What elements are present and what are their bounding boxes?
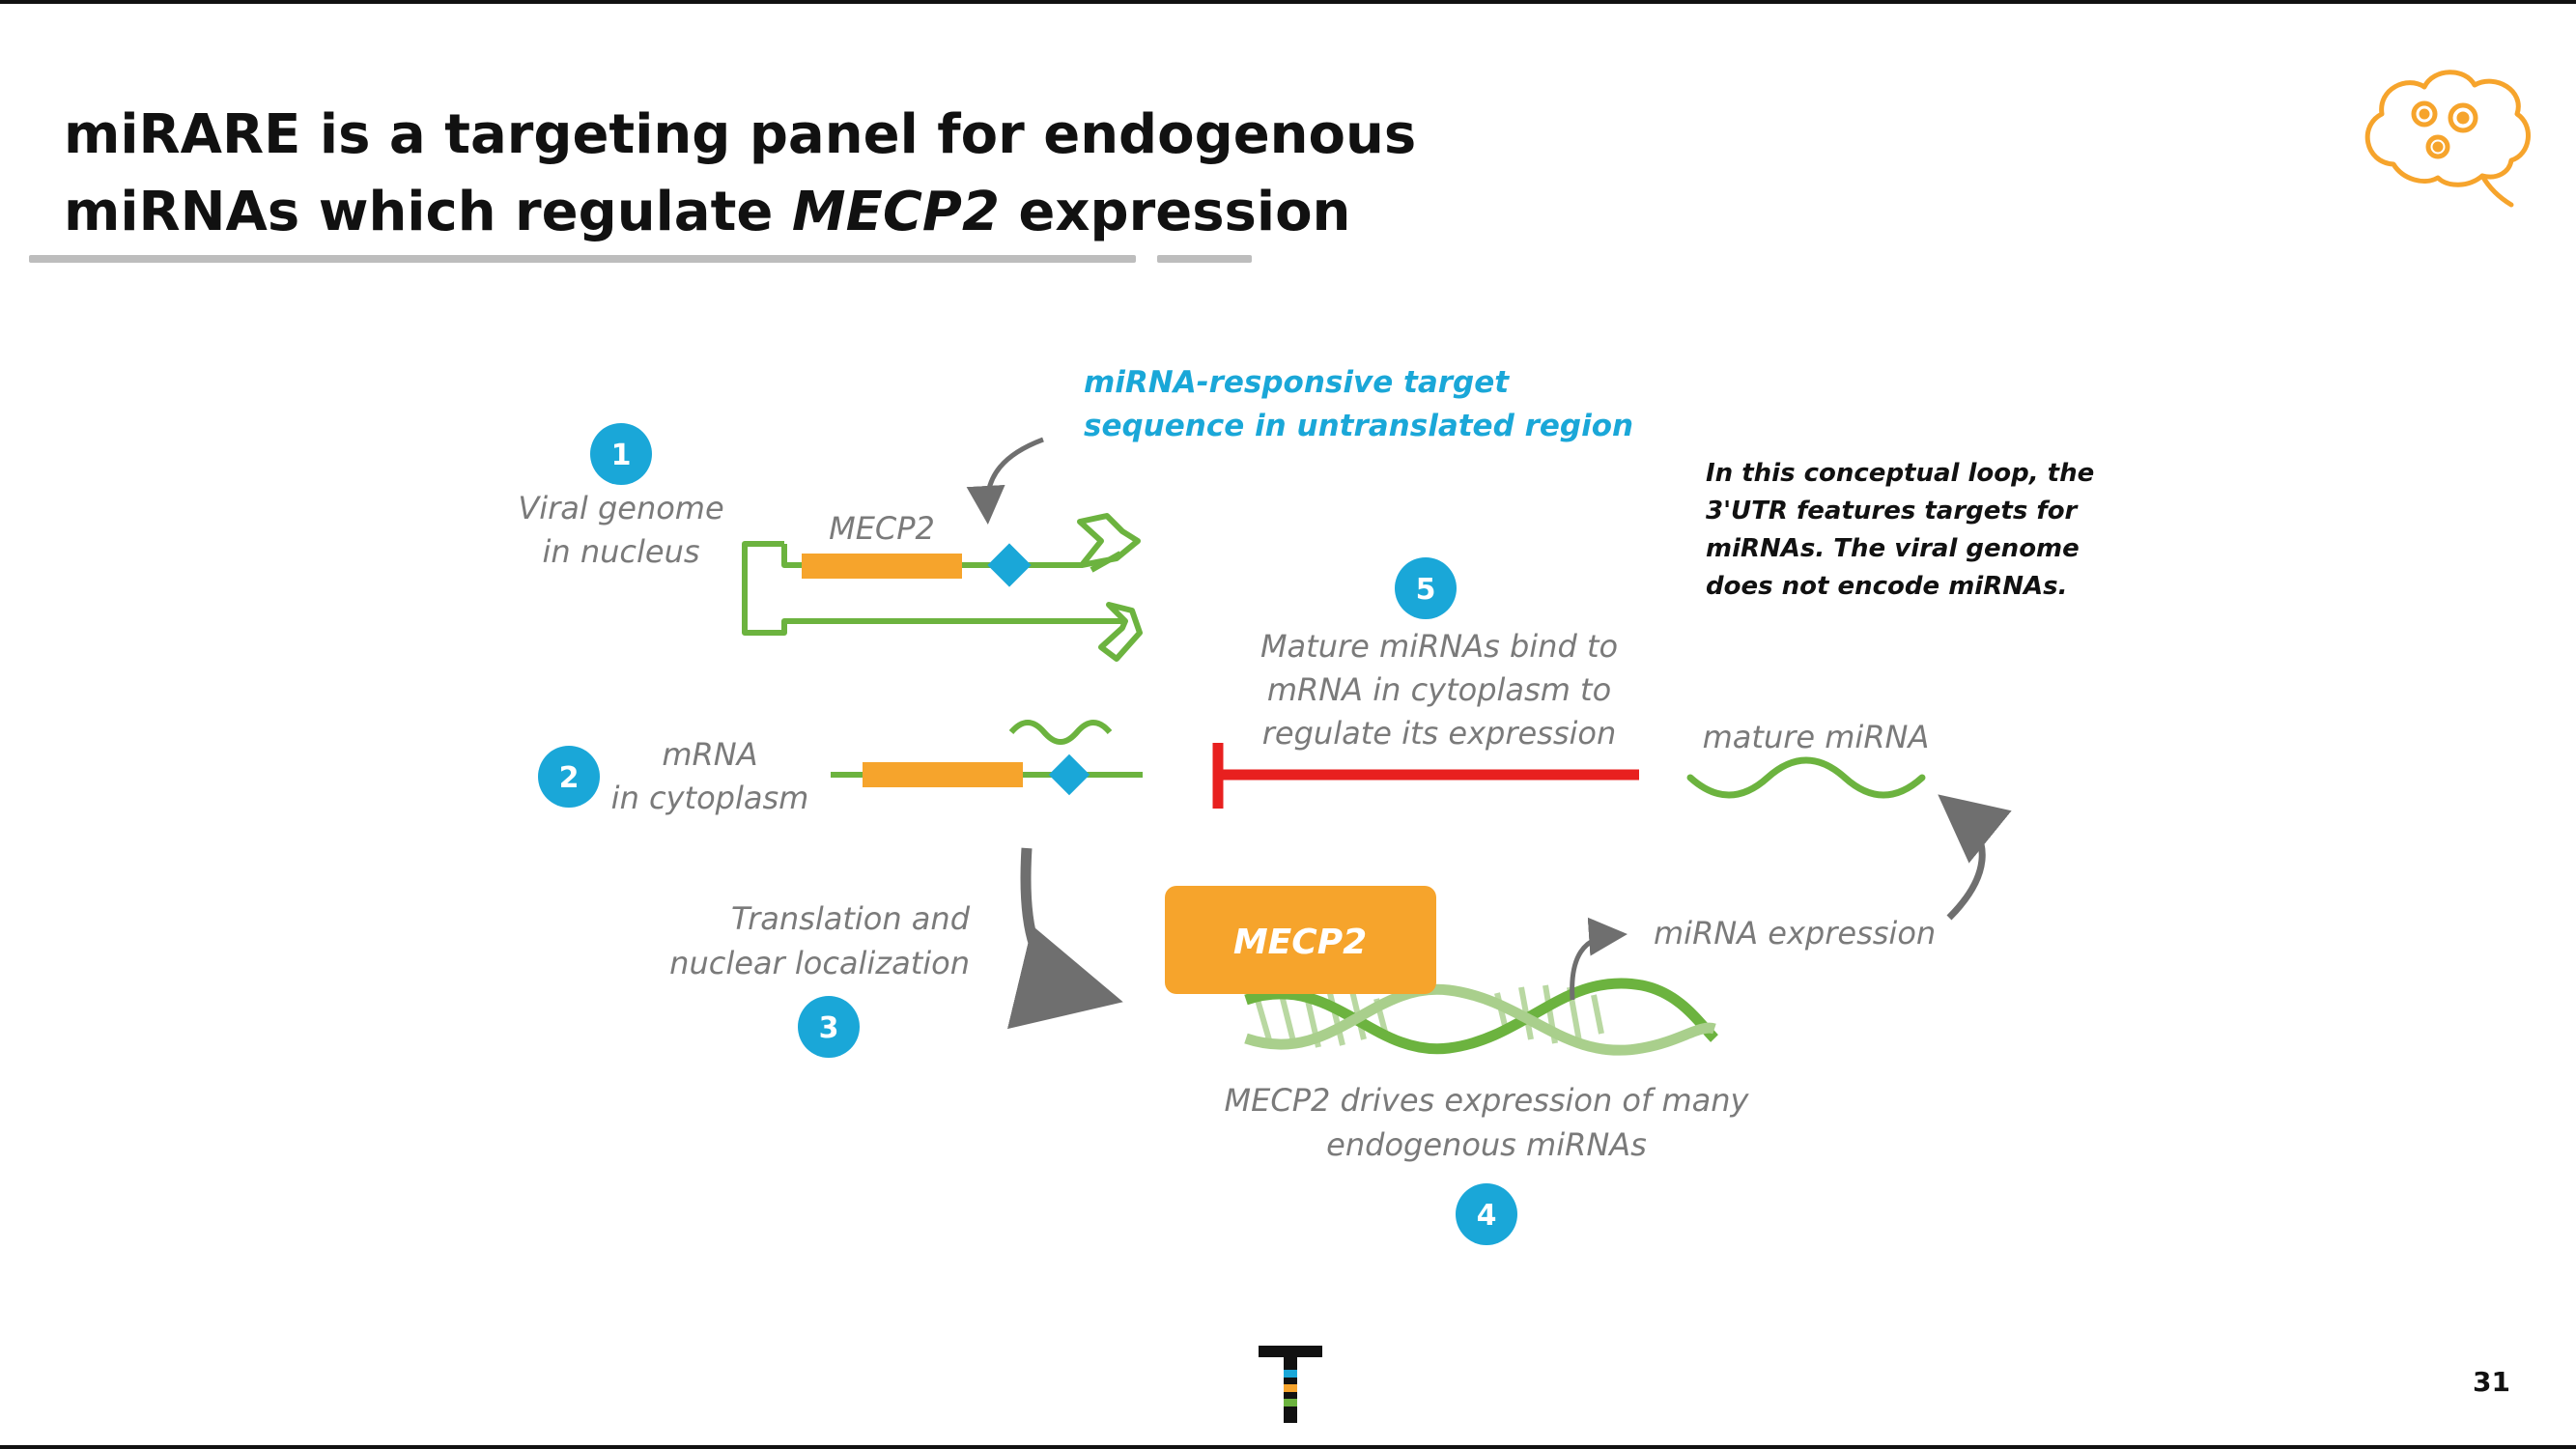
note-line-4: does not encode miRNAs. — [1706, 572, 2067, 601]
mirna-loop-arrow — [1938, 794, 2012, 921]
step-5-label-line-2: mRNA in cytoplasm to — [1267, 671, 1611, 708]
target-callout-arrow — [966, 437, 1044, 525]
brain-gears-icon — [2364, 70, 2531, 208]
title-line-2-prefix: miRNAs which regulate — [64, 181, 792, 243]
step-4-number: 4 — [1477, 1199, 1497, 1233]
step-3-number: 3 — [819, 1011, 839, 1045]
step-4-label-line-1: MECP2 drives expression of many — [1225, 1082, 1750, 1119]
target-callout-line-1: miRNA-responsive target — [1084, 365, 1510, 400]
step-4-circle: 4 — [1456, 1183, 1517, 1245]
step-5-label-line-1: Mature miRNAs bind to — [1260, 628, 1618, 665]
step-2-label-line-1: mRNA — [662, 736, 757, 773]
step-1-number: 1 — [611, 439, 632, 472]
step-5-number: 5 — [1416, 573, 1436, 607]
protein-label: MECP2 — [1233, 923, 1367, 962]
title-line-2-emphasis: MECP2 — [791, 181, 1000, 243]
step-2-number: 2 — [559, 761, 580, 795]
mature-mirna-wave — [1686, 756, 1926, 799]
viral-genome — [742, 513, 1143, 662]
mecp2-protein-box — [1165, 886, 1436, 994]
note-line-2: 3'UTR features targets for — [1706, 497, 2080, 526]
viral-genome-target-diamond — [987, 543, 1032, 587]
title-underline-short — [1157, 255, 1252, 263]
viral-genome-mecp2-bar — [802, 554, 962, 579]
translation-arrow — [1006, 847, 1123, 1030]
title-underline-long — [29, 255, 1136, 263]
step-2-label-line-2: in cytoplasm — [611, 780, 809, 816]
step-3-label-line-1: Translation and — [731, 900, 971, 937]
step-1-circle: 1 — [590, 423, 652, 485]
note-line-3: miRNAs. The viral genome — [1706, 534, 2080, 563]
mature-mirna-label: mature miRNA — [1703, 719, 1930, 755]
step-2-circle: 2 — [538, 746, 600, 808]
page-number: 31 — [2473, 1366, 2510, 1398]
target-callout-line-2: sequence in untranslated region — [1084, 409, 1633, 443]
step-4-label-line-2: endogenous miRNAs — [1326, 1126, 1647, 1163]
step-5-label-line-3: regulate its expression — [1262, 715, 1617, 752]
top-border — [0, 0, 2576, 4]
step-5-circle: 5 — [1395, 557, 1457, 619]
inhibition-bar — [1212, 743, 1639, 809]
mirna-expression-label: miRNA expression — [1654, 915, 1936, 952]
note-line-1: In this conceptual loop, the — [1706, 459, 2094, 488]
bottom-border — [0, 1445, 2576, 1449]
gene-label: MECP2 — [829, 510, 935, 547]
mrna-target-diamond — [1048, 753, 1090, 796]
step-3-label-line-2: nuclear localization — [669, 945, 970, 981]
step-1-label-line-1: Viral genome — [518, 490, 723, 526]
title-line-1: miRARE is a targeting panel for endogeno… — [64, 103, 1417, 166]
logo-t-icon — [1259, 1346, 1322, 1423]
bound-mirna-wave — [1008, 720, 1113, 745]
transcription-arrow — [1570, 917, 1628, 1001]
title-line-2-suffix: expression — [999, 181, 1351, 243]
step-3-circle: 3 — [798, 996, 860, 1058]
mrna-mecp2-bar — [863, 762, 1023, 787]
slide-title: miRARE is a targeting panel for endogeno… — [64, 97, 1416, 251]
step-1-label-line-2: in nucleus — [542, 533, 699, 570]
